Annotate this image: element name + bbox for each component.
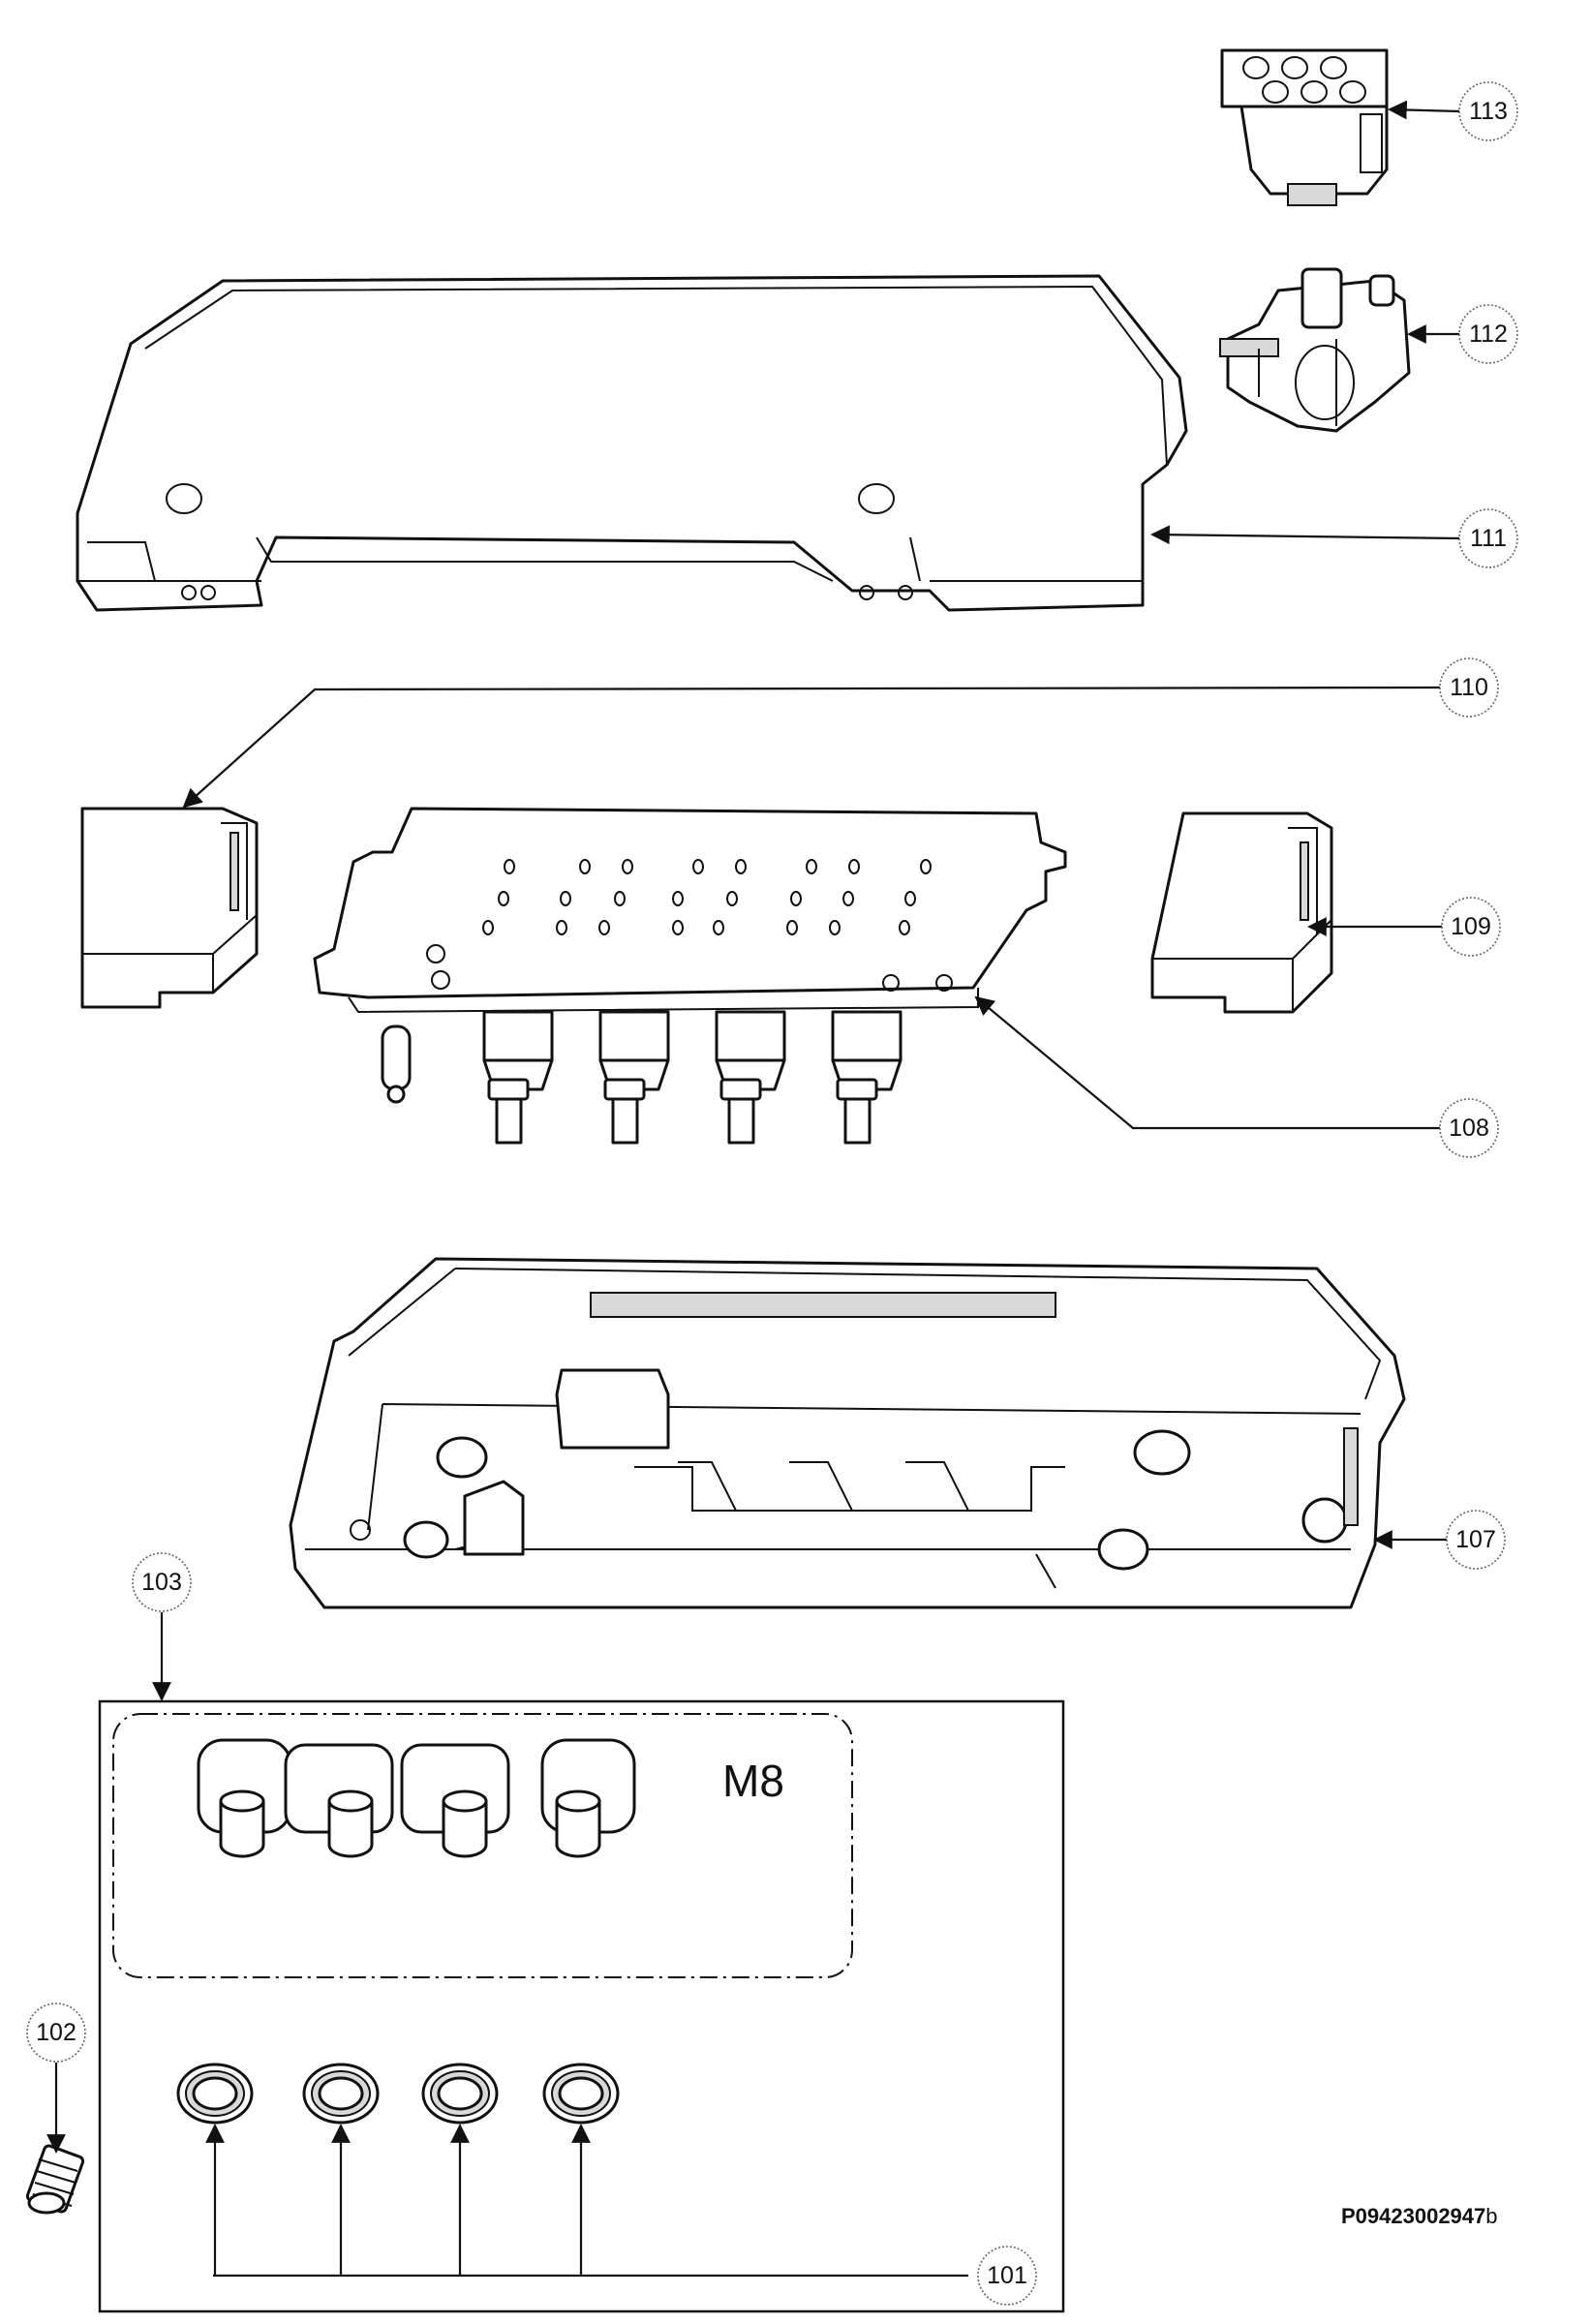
callout-109: 109 [1441, 897, 1501, 957]
svg-text:108: 108 [1449, 1115, 1489, 1142]
kit-103-box: M8 [98, 1699, 1065, 2313]
svg-text:109: 109 [1451, 913, 1491, 940]
kit-label: M8 [722, 1756, 784, 1806]
svg-text:102: 102 [36, 2019, 76, 2046]
svg-text:113: 113 [1469, 98, 1508, 125]
document-number: P09423002947b [1341, 2204, 1498, 2228]
board-holes [426, 859, 953, 992]
svg-text:107: 107 [1455, 1526, 1496, 1553]
callout-102: 102 [26, 2003, 86, 2063]
callout-108: 108 [1439, 1098, 1499, 1158]
clip-112-part [1219, 267, 1411, 433]
bottom-housing-107-part [289, 1257, 1406, 1609]
rings-101-part [176, 2063, 620, 2125]
callout-101: 101 [977, 2246, 1037, 2306]
callout-113: 113 [1458, 81, 1518, 141]
svg-text:103: 103 [141, 1569, 182, 1596]
svg-text:112: 112 [1469, 321, 1508, 348]
callout-111: 111 [1458, 508, 1518, 568]
svg-text:101: 101 [987, 2262, 1027, 2289]
knobs-103-part [197, 1738, 636, 1858]
callout-107: 107 [1446, 1510, 1506, 1570]
svg-text:110: 110 [1450, 674, 1488, 701]
svg-text:111: 111 [1470, 525, 1507, 552]
leader-lines [46, 100, 1461, 2278]
callout-103: 103 [132, 1552, 192, 1612]
callout-112: 112 [1458, 304, 1518, 364]
board-potentiometers [381, 1010, 903, 1145]
end-cap-110-part [80, 807, 259, 1009]
screw-102-part [25, 2144, 85, 2215]
end-cap-109-part [1150, 811, 1333, 1014]
circuit-board-108-part [313, 807, 1067, 1145]
top-cover-111-part [76, 274, 1188, 612]
connector-113-part [1220, 48, 1389, 206]
callout-110: 110 [1439, 657, 1499, 718]
